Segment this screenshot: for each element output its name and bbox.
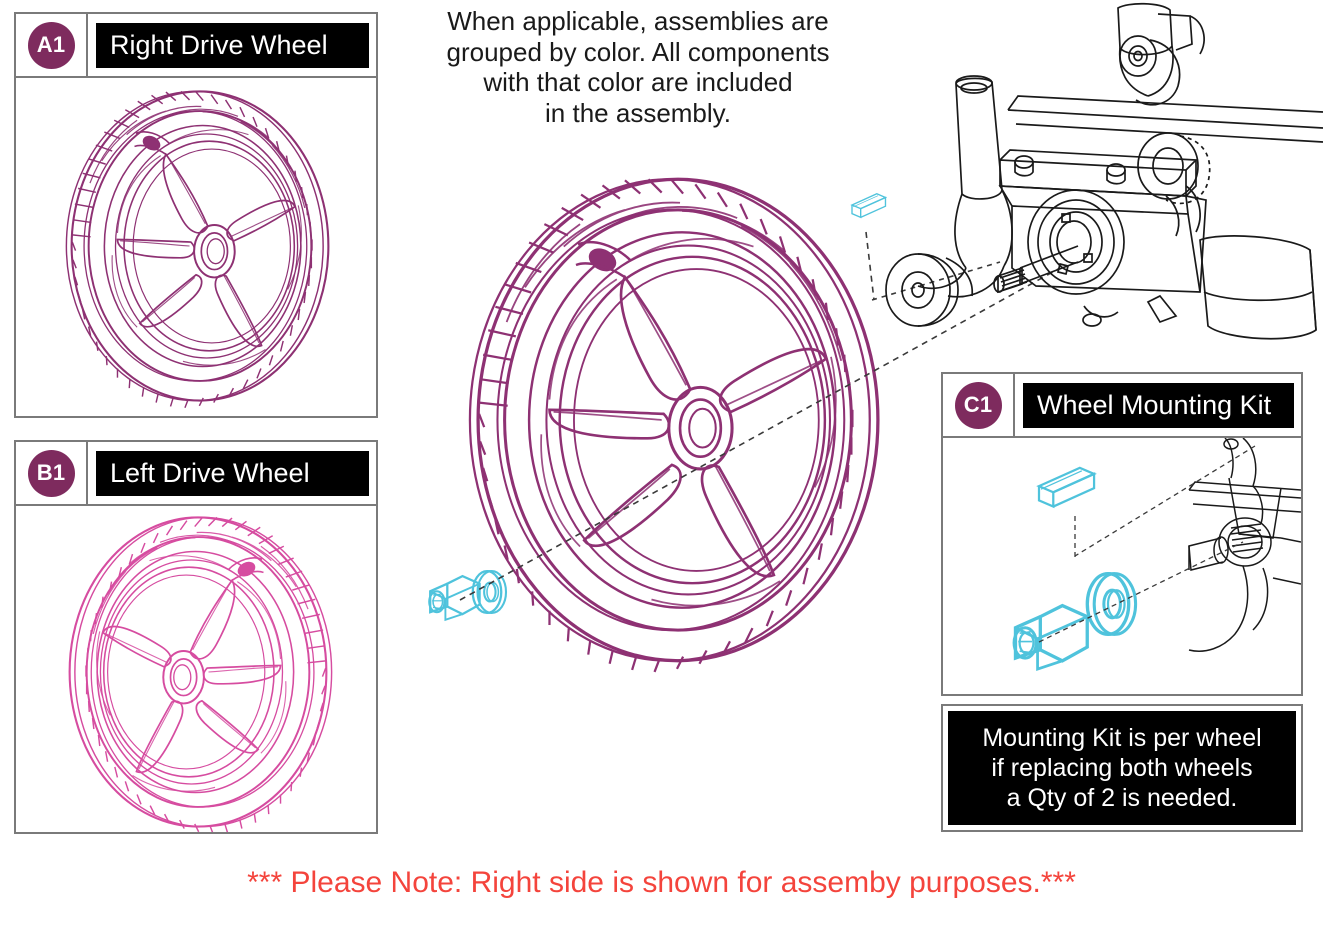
assembly-color-note-line: with that color are included: [483, 67, 793, 98]
panel-c1-title: Wheel Mounting Kit: [1023, 382, 1294, 428]
panel-b1-left-drive-wheel[interactable]: B1 Left Drive Wheel: [14, 440, 378, 834]
assembly-color-note: When applicable, assemblies are grouped …: [388, 6, 888, 129]
c1-axle-key: [1037, 466, 1096, 508]
panel-a1-titlebar: Right Drive Wheel: [88, 14, 376, 76]
assembly-color-note-line: in the assembly.: [545, 98, 731, 129]
panel-b1-badge-cell: B1: [16, 442, 88, 504]
main-flat-washer: [471, 569, 508, 615]
panel-c1-titlebar: Wheel Mounting Kit: [1015, 374, 1301, 436]
panel-a1-title: Right Drive Wheel: [96, 22, 369, 68]
panel-b1-titlebar: Left Drive Wheel: [88, 442, 376, 504]
c1-centerline: [1038, 445, 1256, 643]
panel-c1-header: C1 Wheel Mounting Kit: [943, 374, 1301, 438]
panel-b1-title: Left Drive Wheel: [96, 450, 369, 496]
panel-a1-right-drive-wheel[interactable]: A1 Right Drive Wheel: [14, 12, 378, 418]
panel-c1-wheel-mounting-kit[interactable]: C1 Wheel Mounting Kit: [941, 372, 1303, 696]
main-drive-wheel: [468, 177, 880, 674]
right-side-shown-note: *** Please Note: Right side is shown for…: [247, 866, 1076, 899]
c1-axle-detail: [1188, 438, 1301, 652]
c1-hex-nut: [1012, 603, 1089, 671]
panel-a1-badge-cell: A1: [16, 14, 88, 76]
c1-flat-washer: [1085, 571, 1138, 637]
mounting-kit-note-inner: Mounting Kit is per wheel if replacing b…: [948, 711, 1296, 825]
assembly-color-note-line: grouped by color. All components: [446, 36, 830, 67]
badge-a1: A1: [27, 21, 75, 69]
main-hex-nut: [428, 574, 481, 621]
badge-b1: B1: [27, 449, 75, 497]
panel-c1-artwork: [943, 438, 1301, 694]
motor-gearbox-assembly: [885, 2, 1323, 340]
mounting-kit-quantity-note: Mounting Kit is per wheel if replacing b…: [941, 704, 1303, 832]
panel-b1-artwork: [16, 506, 376, 832]
panel-c1-badge-cell: C1: [943, 374, 1015, 436]
panel-a1-artwork: [16, 78, 376, 416]
assembly-color-note-line: When applicable, assemblies are: [447, 6, 829, 36]
anti-tip-caster: [1117, 2, 1205, 106]
badge-c1: C1: [954, 381, 1002, 429]
panel-b1-header: B1 Left Drive Wheel: [16, 442, 376, 506]
mounting-kit-note-line: a Qty of 2 is needed.: [1006, 784, 1238, 812]
panel-a1-header: A1 Right Drive Wheel: [16, 14, 376, 78]
mounting-kit-note-line: if replacing both wheels: [991, 754, 1253, 782]
mounting-kit-note-line: Mounting Kit is per wheel: [982, 724, 1262, 752]
main-axle-key: [851, 193, 887, 219]
